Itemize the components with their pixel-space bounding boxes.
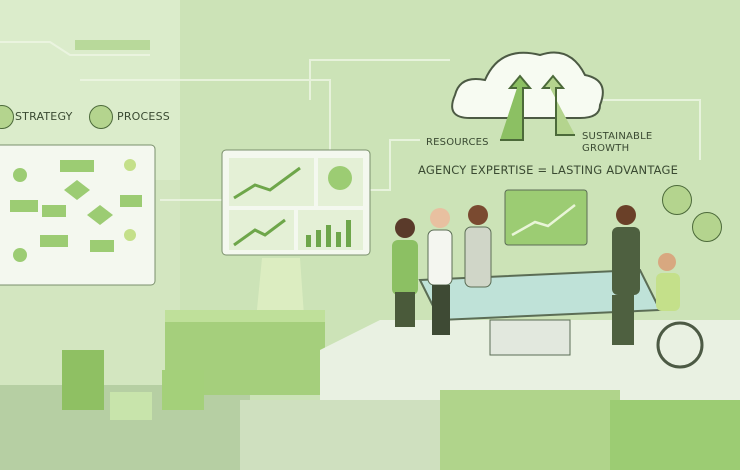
- tagline: AGENCY EXPERTISE = LASTING ADVANTAGE: [418, 163, 679, 177]
- person: [612, 205, 640, 345]
- people: [392, 205, 704, 369]
- platforms: [0, 310, 740, 470]
- bar-chart-icon: [662, 185, 692, 215]
- person-wheelchair: [656, 253, 704, 369]
- person: [392, 218, 418, 327]
- person: [464, 205, 492, 288]
- dashboard-panel: [221, 149, 371, 330]
- resources-label: RESOURCES: [426, 137, 489, 148]
- database-icon: [692, 212, 722, 242]
- flowchart-panel: [0, 144, 156, 286]
- growth-line2: GROWTH: [582, 143, 630, 154]
- circuit-lines: [0, 41, 701, 201]
- process-label: PROCESS: [117, 110, 170, 123]
- gear-icon: [89, 105, 113, 129]
- strategy-label: STRATEGY: [15, 110, 73, 123]
- person: [427, 208, 453, 335]
- growth-line1: SUSTAINABLE: [582, 131, 653, 142]
- decor-bar: [75, 40, 150, 50]
- cloud-icon: [451, 51, 604, 141]
